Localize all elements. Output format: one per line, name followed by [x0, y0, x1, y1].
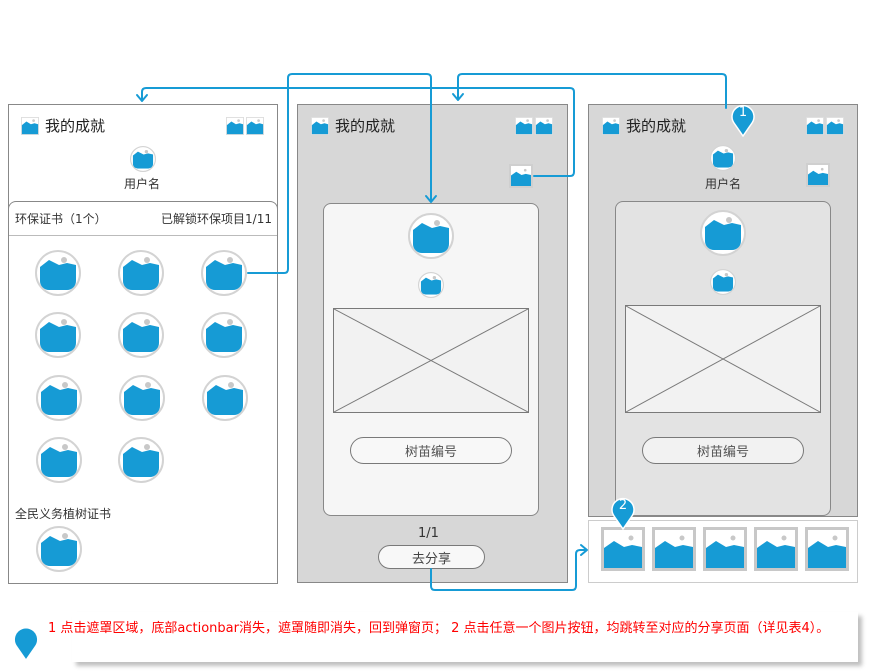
share-target-image-button[interactable] — [601, 527, 645, 571]
certificate-badge — [408, 213, 454, 259]
image-icon[interactable] — [509, 164, 533, 188]
eco-certificate-title: 环保证书（1个） — [15, 212, 107, 226]
image-icon[interactable] — [535, 117, 553, 135]
image-icon — [602, 117, 620, 135]
image-icon[interactable] — [806, 163, 830, 187]
username-label: 用户名 — [124, 177, 161, 191]
connector-mask-to-popup — [457, 73, 727, 109]
marker-pin-2: 2 — [610, 494, 636, 530]
page-title: 我的成就 — [626, 117, 687, 135]
annotation-note-text: 1 点击遮罩区域，底部actionbar消失，遮罩随即消失，回到弹窗页； 2 点… — [48, 621, 830, 636]
eco-badge[interactable] — [202, 375, 248, 421]
marker-number: 1 — [738, 105, 748, 120]
image-icon — [311, 117, 329, 135]
image-placeholder — [333, 308, 529, 413]
divider — [9, 235, 277, 236]
avatar — [710, 269, 736, 295]
username-label: 用户名 — [705, 177, 742, 191]
marker-pin-icon — [12, 622, 40, 662]
eco-certificate-card — [8, 201, 278, 584]
avatar — [710, 145, 736, 171]
image-icon[interactable] — [515, 117, 533, 135]
marker-pin-1: 1 — [730, 101, 756, 137]
avatar — [418, 272, 444, 298]
eco-badge[interactable] — [119, 375, 165, 421]
placeholder-cross-icon — [334, 309, 528, 412]
share-target-image-button[interactable] — [652, 527, 696, 571]
share-target-image-button[interactable] — [805, 527, 849, 571]
eco-badge[interactable] — [118, 250, 164, 296]
share-button[interactable]: 去分享 — [378, 545, 485, 569]
arrow-down-icon — [136, 94, 148, 102]
image-icon[interactable] — [806, 117, 824, 135]
eco-badge[interactable] — [118, 312, 164, 358]
annotation-note-box — [72, 612, 858, 662]
pager-indicator: 1/1 — [418, 526, 439, 541]
share-target-image-button[interactable] — [754, 527, 798, 571]
seedling-number-button[interactable]: 树苗编号 — [642, 437, 804, 464]
eco-badge[interactable] — [118, 437, 164, 483]
eco-badge[interactable] — [35, 312, 81, 358]
tree-certificate-title: 全民义务植树证书 — [15, 507, 112, 521]
note-marker-pin — [12, 622, 40, 662]
seedling-number-button[interactable]: 树苗编号 — [350, 437, 512, 464]
eco-badge[interactable] — [35, 250, 81, 296]
unlocked-count: 已解锁环保项目1/11 — [161, 212, 272, 226]
page-title: 我的成就 — [335, 117, 396, 135]
share-target-image-button[interactable] — [703, 527, 747, 571]
avatar — [130, 146, 156, 172]
marker-number: 2 — [618, 498, 628, 513]
tree-badge[interactable] — [36, 526, 82, 572]
image-icon — [21, 117, 39, 135]
image-icon[interactable] — [826, 117, 844, 135]
eco-badge[interactable] — [36, 375, 82, 421]
eco-badge[interactable] — [201, 312, 247, 358]
page-title: 我的成就 — [45, 117, 106, 135]
eco-badge[interactable] — [36, 437, 82, 483]
eco-badge[interactable] — [201, 250, 247, 296]
image-placeholder — [625, 305, 821, 413]
arrow-right-icon — [580, 544, 588, 556]
arrow-down-icon — [452, 93, 464, 101]
image-icon[interactable] — [226, 117, 244, 135]
placeholder-cross-icon — [626, 306, 820, 412]
image-icon[interactable] — [246, 117, 264, 135]
certificate-badge — [700, 210, 746, 256]
